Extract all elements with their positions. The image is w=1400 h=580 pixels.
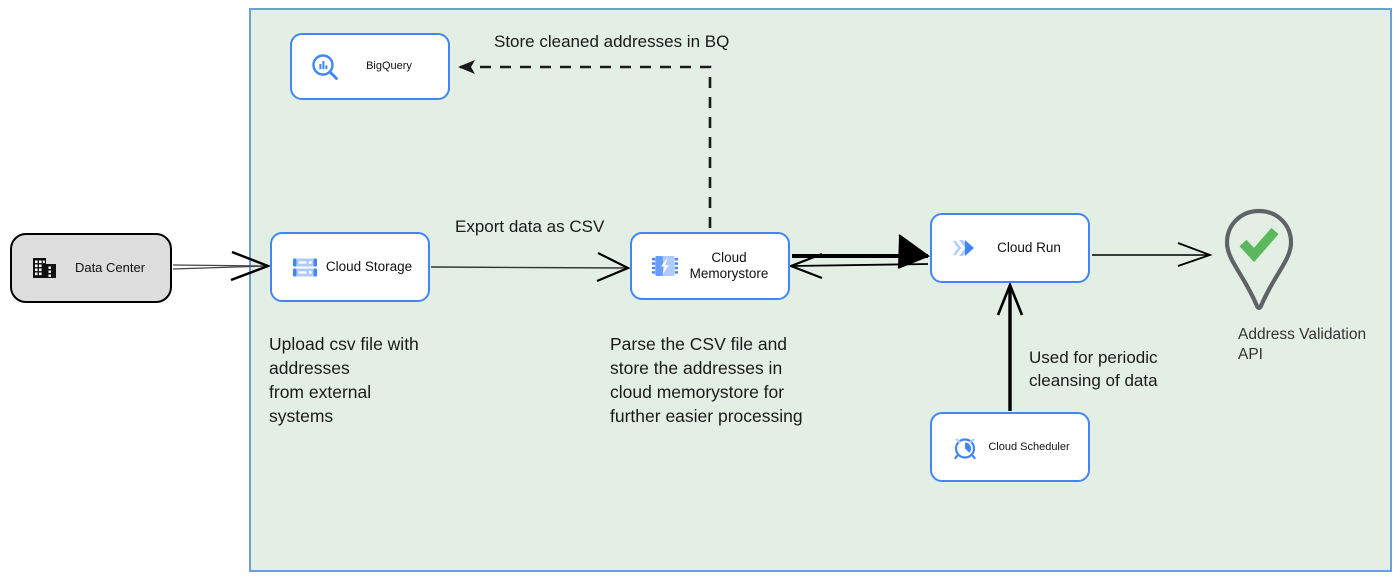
node-bigquery[interactable]: BigQuery (290, 33, 450, 100)
node-label: Cloud Storage (325, 259, 413, 275)
caption-parse-csv: Parse the CSV file and store the address… (610, 334, 803, 427)
node-label: Data Center (74, 260, 146, 276)
google-cloud-zone (249, 8, 1392, 572)
node-cloud-run[interactable]: Cloud Run (930, 213, 1090, 283)
node-label: Cloud Scheduler (988, 440, 1070, 453)
bigquery-icon (310, 52, 340, 82)
edge-label-export-csv: Export data as CSV (455, 217, 605, 236)
node-label: Cloud Run (997, 240, 1061, 256)
caption-upload-csv: Upload csv file with addresses from exte… (269, 334, 419, 427)
cloud-memorystore-icon (650, 251, 680, 281)
map-pin-check-icon (1224, 208, 1294, 310)
cloud-run-icon (950, 233, 980, 263)
node-label: BigQuery (366, 60, 412, 73)
node-cloud-memorystore[interactable]: Cloud Memorystore (630, 232, 790, 300)
edge-label-periodic-cleansing: Used for periodic cleansing of data (1029, 348, 1158, 390)
edge-label-store-cleaned-bq: Store cleaned addresses in BQ (494, 32, 730, 51)
address-validation-api-marker[interactable] (1218, 205, 1300, 320)
address-validation-api-label: Address Validation API (1238, 326, 1367, 364)
datacenter-building-icon (30, 253, 60, 283)
node-data-center[interactable]: Data Center (10, 233, 172, 303)
node-cloud-storage[interactable]: Cloud Storage (270, 232, 430, 302)
cloud-storage-icon (290, 252, 320, 282)
node-cloud-scheduler[interactable]: Cloud Scheduler (930, 412, 1090, 482)
cloud-scheduler-icon (950, 432, 980, 462)
node-label: Cloud Memorystore (689, 250, 769, 281)
